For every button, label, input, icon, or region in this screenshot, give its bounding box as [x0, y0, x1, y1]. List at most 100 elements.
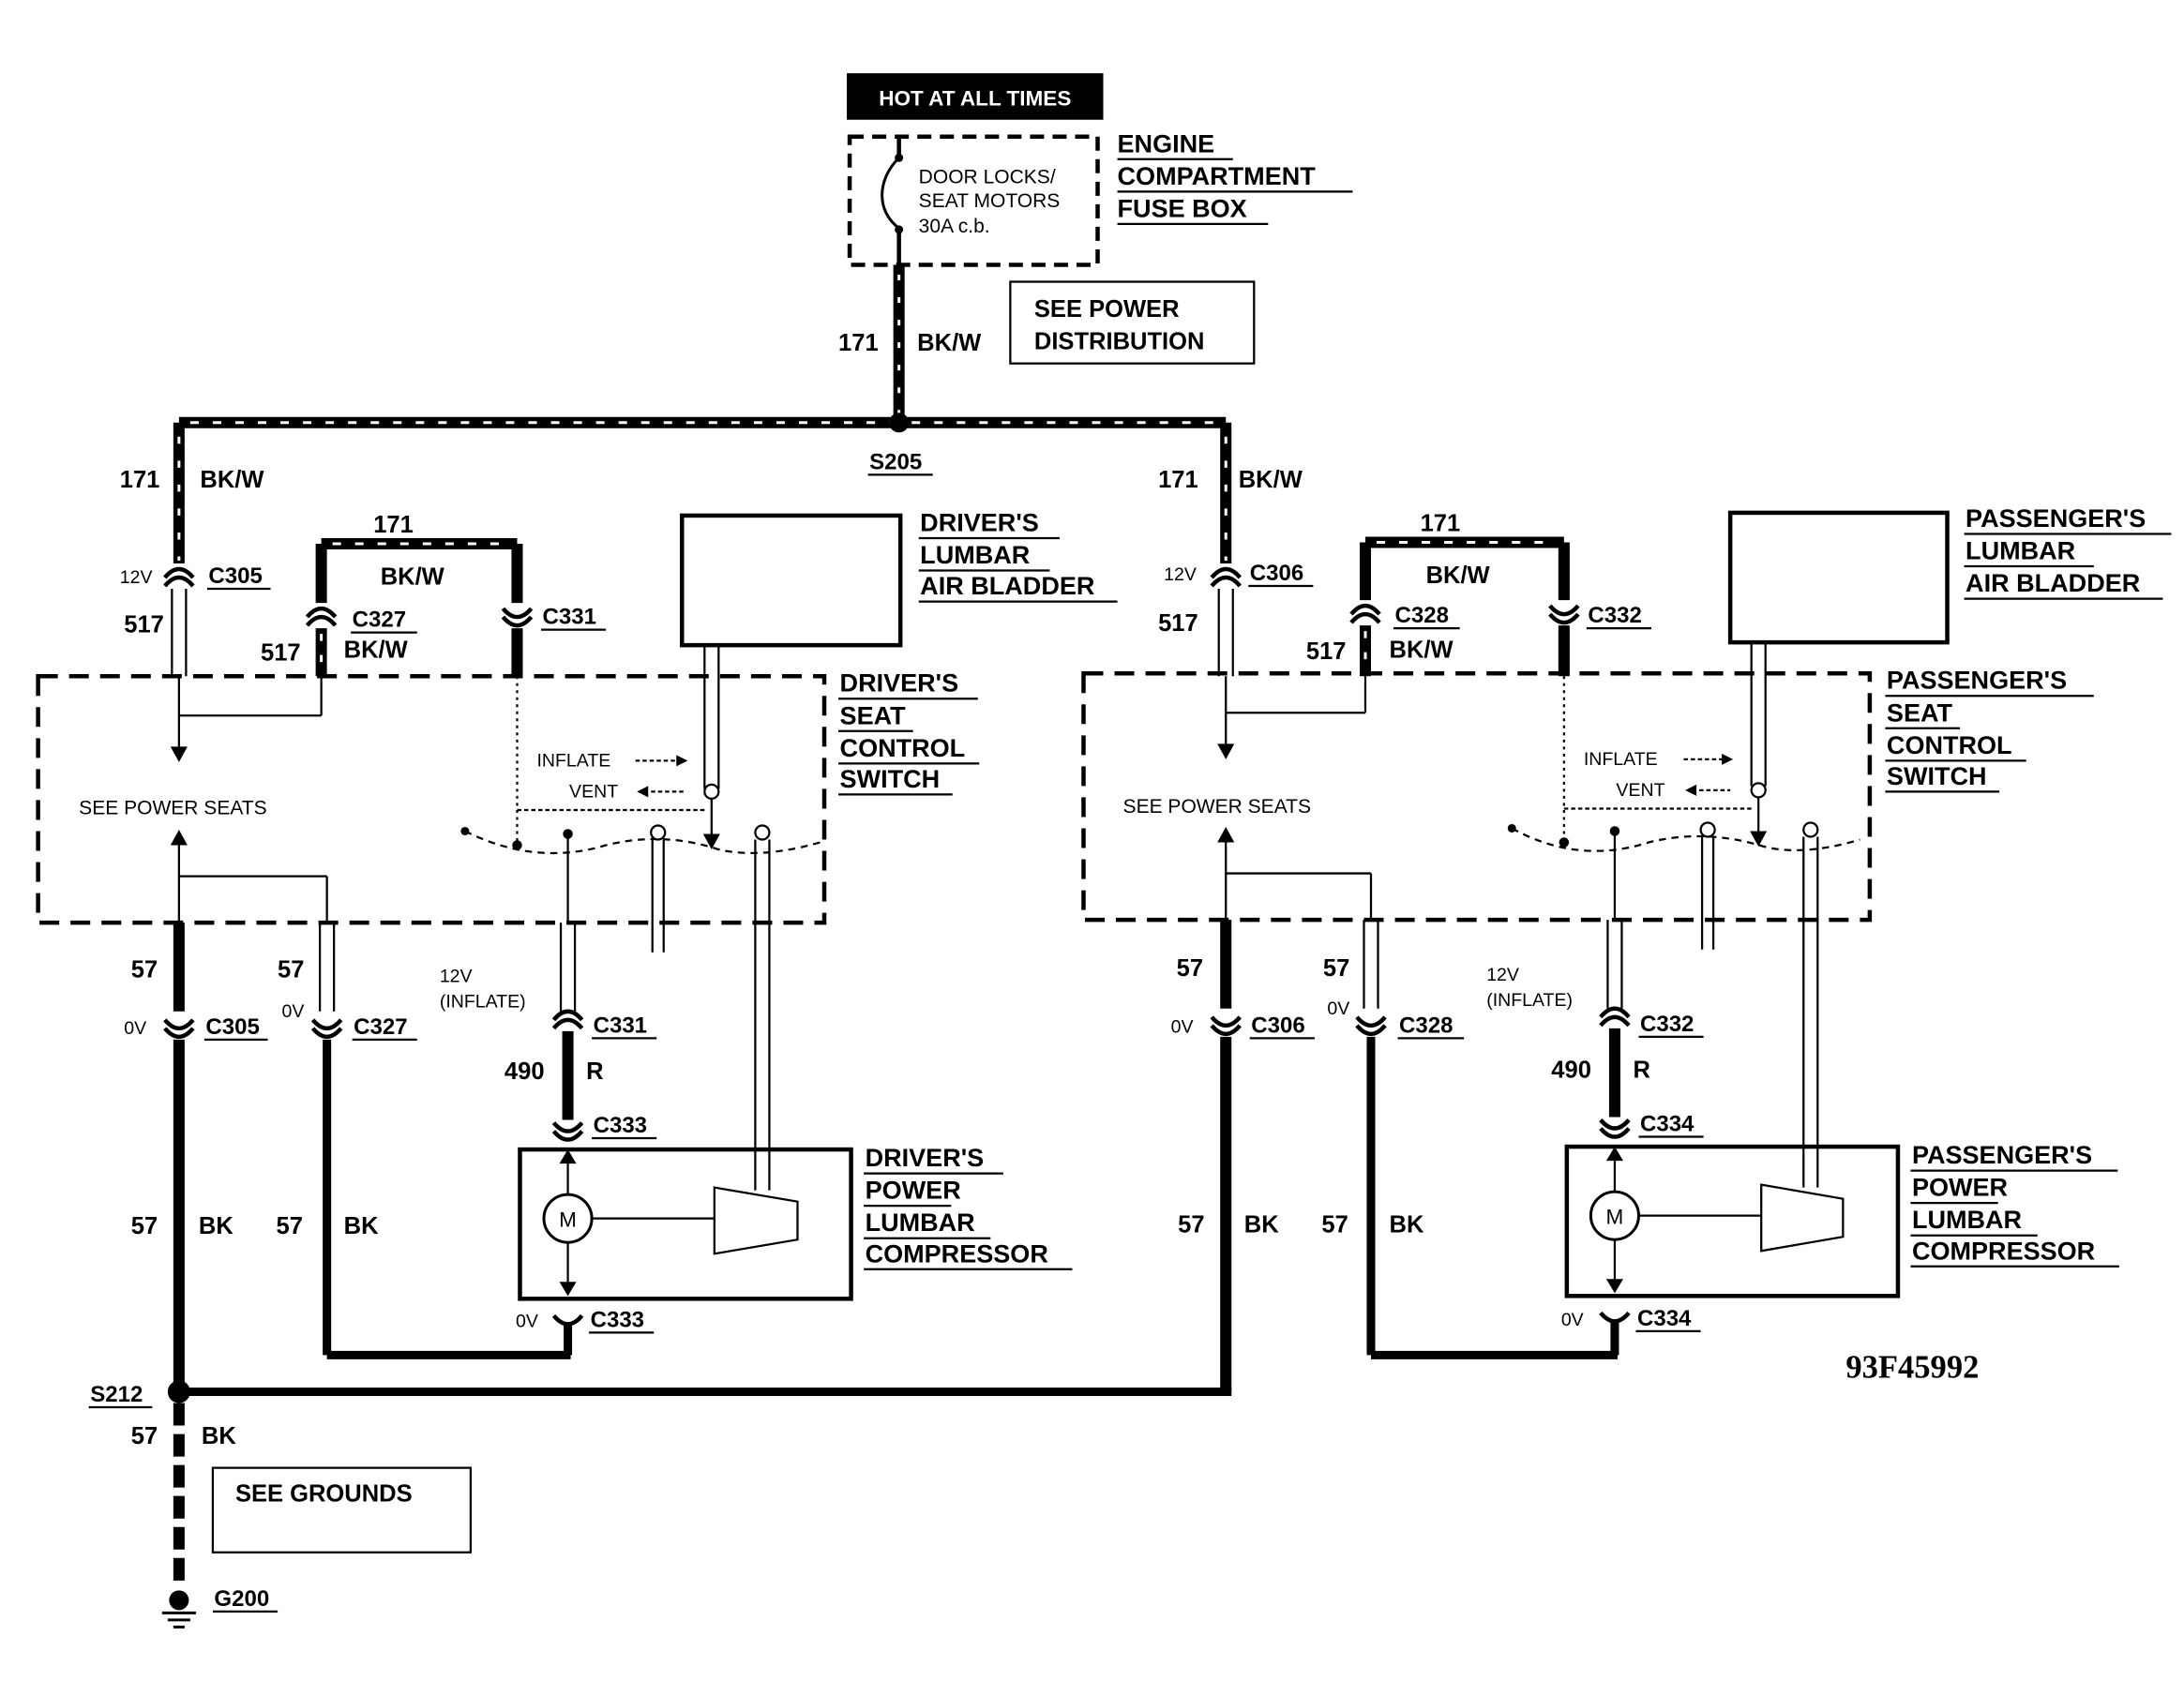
- passenger-c328-wire-517: 517: [1306, 638, 1347, 665]
- driver-bridge-bkw: BK/W: [381, 564, 445, 591]
- driver-c331-inflate-note: (INFLATE): [440, 991, 526, 1012]
- driver-wire-57-a: 57: [131, 957, 158, 983]
- passenger-compressor-box: [1564, 1144, 1901, 1298]
- ground-g200-label: G200: [214, 1586, 269, 1612]
- driver-bridge-171: 171: [373, 512, 414, 538]
- passenger-inflate-label: INFLATE: [1584, 749, 1658, 770]
- driver-wire-517-number: 517: [124, 612, 164, 638]
- passenger-switch-4: SWITCH: [1887, 762, 1987, 790]
- fuse-label-3: 30A c.b.: [919, 216, 990, 237]
- splice-s212-dot: [167, 1380, 190, 1403]
- driver-compressor-3: LUMBAR: [866, 1208, 975, 1237]
- driver-compressor-1: DRIVER'S: [866, 1144, 985, 1172]
- passenger-bridge-bkw: BK/W: [1426, 563, 1491, 589]
- passenger-wire-57-d: 57: [1321, 1212, 1348, 1238]
- passenger-see-power-seats: SEE POWER SEATS: [1123, 796, 1311, 818]
- driver-bladder-1: DRIVER'S: [920, 508, 1039, 536]
- driver-c305-lower-label: C305: [205, 1014, 259, 1040]
- driver-c331-label: C331: [543, 605, 596, 630]
- passenger-c332-lower-voltage: 12V: [1486, 965, 1519, 985]
- passenger-c332-lower-label: C332: [1640, 1012, 1694, 1037]
- driver-see-power-seats: SEE POWER SEATS: [79, 797, 266, 818]
- passenger-c328-label: C328: [1395, 603, 1449, 628]
- feed-wire-color: BK/W: [917, 330, 982, 356]
- driver-switch-4: SWITCH: [840, 765, 941, 793]
- driver-vent-label: VENT: [569, 781, 618, 802]
- driver-wire-57-d: 57: [277, 1213, 303, 1239]
- passenger-wire-490: 490: [1551, 1057, 1591, 1083]
- driver-bladder-3: AIR BLADDER: [920, 572, 1094, 600]
- driver-inflate-label: INFLATE: [537, 750, 611, 771]
- passenger-switch-1: PASSENGER'S: [1887, 667, 2067, 695]
- driver-wire-bk-d: BK: [344, 1213, 379, 1239]
- hot-label: HOT AT ALL TIMES: [879, 87, 1071, 111]
- driver-wire-bk-b: BK: [199, 1213, 233, 1239]
- driver-wire-490: 490: [505, 1058, 545, 1085]
- driver-c305-lower-voltage: 0V: [124, 1018, 146, 1039]
- driver-wire-171-number: 171: [120, 467, 160, 493]
- driver-c333-label: C333: [594, 1113, 647, 1138]
- passenger-pump-icon: [1760, 1183, 1845, 1253]
- driver-c327-lower-label: C327: [354, 1014, 407, 1040]
- engine-compartment-fuse-box: DOOR LOCKS/ SEAT MOTORS 30A c.b. ENGINE …: [847, 129, 1353, 267]
- passenger-wire-171-color: BK/W: [1239, 467, 1303, 493]
- driver-compressor-4: COMPRESSOR: [866, 1239, 1048, 1268]
- ground-symbol-icon: [169, 1590, 189, 1611]
- driver-bladder-box: [680, 513, 903, 648]
- passenger-c328-lower-voltage: 0V: [1327, 998, 1349, 1019]
- driver-switch-box: [36, 673, 827, 925]
- passenger-c328-lower-label: C328: [1399, 1013, 1453, 1038]
- passenger-wire-r: R: [1633, 1057, 1649, 1083]
- fuse-label-1: DOOR LOCKS/: [919, 166, 1056, 188]
- passenger-bladder-box: [1727, 510, 1950, 645]
- passenger-c306-label: C306: [1250, 561, 1303, 586]
- passenger-bridge-171: 171: [1421, 510, 1461, 536]
- driver-compressor-box: [518, 1147, 853, 1301]
- passenger-c328-wire-bkw: BK/W: [1390, 638, 1454, 664]
- passenger-compressor-3: LUMBAR: [1912, 1206, 2022, 1234]
- passenger-switch-box: [1081, 670, 1873, 923]
- driver-wire-57-c: 57: [278, 957, 304, 983]
- see-power-distribution-box: SEE POWER DISTRIBUTION: [1009, 280, 1256, 365]
- driver-c305-voltage: 12V: [120, 567, 153, 588]
- passenger-compressor-4: COMPRESSOR: [1912, 1237, 2095, 1265]
- ground-wire-57: 57: [131, 1423, 158, 1449]
- fuse-box-label-1: ENGINE: [1118, 129, 1215, 158]
- driver-c333-lower-voltage: 0V: [516, 1311, 538, 1331]
- see-grounds-box: SEE GROUNDS: [211, 1466, 473, 1553]
- passenger-c334-lower-voltage: 0V: [1561, 1310, 1584, 1330]
- passenger-circuit: 171 BK/W 12V C306 517 171 BK/W C328 517 …: [1081, 422, 2172, 1392]
- driver-c331-lower-label: C331: [594, 1013, 647, 1038]
- diagram-id: 93F45992: [1845, 1349, 1979, 1385]
- driver-pump-icon: [713, 1186, 799, 1255]
- splice-s212-label: S212: [90, 1382, 143, 1407]
- passenger-switch-3: CONTROL: [1887, 731, 2012, 759]
- ground-wire-bk: BK: [202, 1423, 236, 1449]
- bus-171: S205: [178, 413, 1227, 476]
- passenger-c334-label: C334: [1640, 1112, 1694, 1137]
- driver-compressor-2: POWER: [866, 1177, 961, 1205]
- passenger-switch-2: SEAT: [1887, 698, 1953, 727]
- driver-c333-lower-label: C333: [591, 1307, 644, 1332]
- see-grounds-label: SEE GROUNDS: [235, 1481, 413, 1508]
- passenger-compressor-1: PASSENGER'S: [1912, 1141, 2092, 1169]
- driver-switch-3: CONTROL: [840, 734, 966, 762]
- hot-at-all-times-header: HOT AT ALL TIMES: [847, 73, 1104, 120]
- passenger-c332-label: C332: [1588, 603, 1641, 628]
- feed-wire-number: 171: [838, 330, 879, 356]
- driver-switch-1: DRIVER'S: [840, 669, 959, 698]
- passenger-wire-bk-d: BK: [1390, 1212, 1424, 1238]
- driver-wire-57-b: 57: [131, 1213, 158, 1239]
- driver-circuit: 171 BK/W 12V C305 517 171 BK/W C327 517 …: [36, 422, 1118, 1395]
- driver-c331-lower-voltage: 12V: [440, 966, 473, 986]
- fuse-label-2: SEAT MOTORS: [919, 190, 1061, 212]
- passenger-wire-bk-b: BK: [1244, 1212, 1279, 1238]
- driver-c327-lower-voltage: 0V: [282, 1001, 305, 1022]
- fuse-box-label-2: COMPARTMENT: [1118, 162, 1317, 190]
- fuse-box-label-3: FUSE BOX: [1118, 194, 1247, 222]
- driver-bladder-2: LUMBAR: [920, 541, 1030, 569]
- passenger-wire-171-number: 171: [1158, 467, 1198, 493]
- passenger-wire-517-number: 517: [1158, 610, 1198, 637]
